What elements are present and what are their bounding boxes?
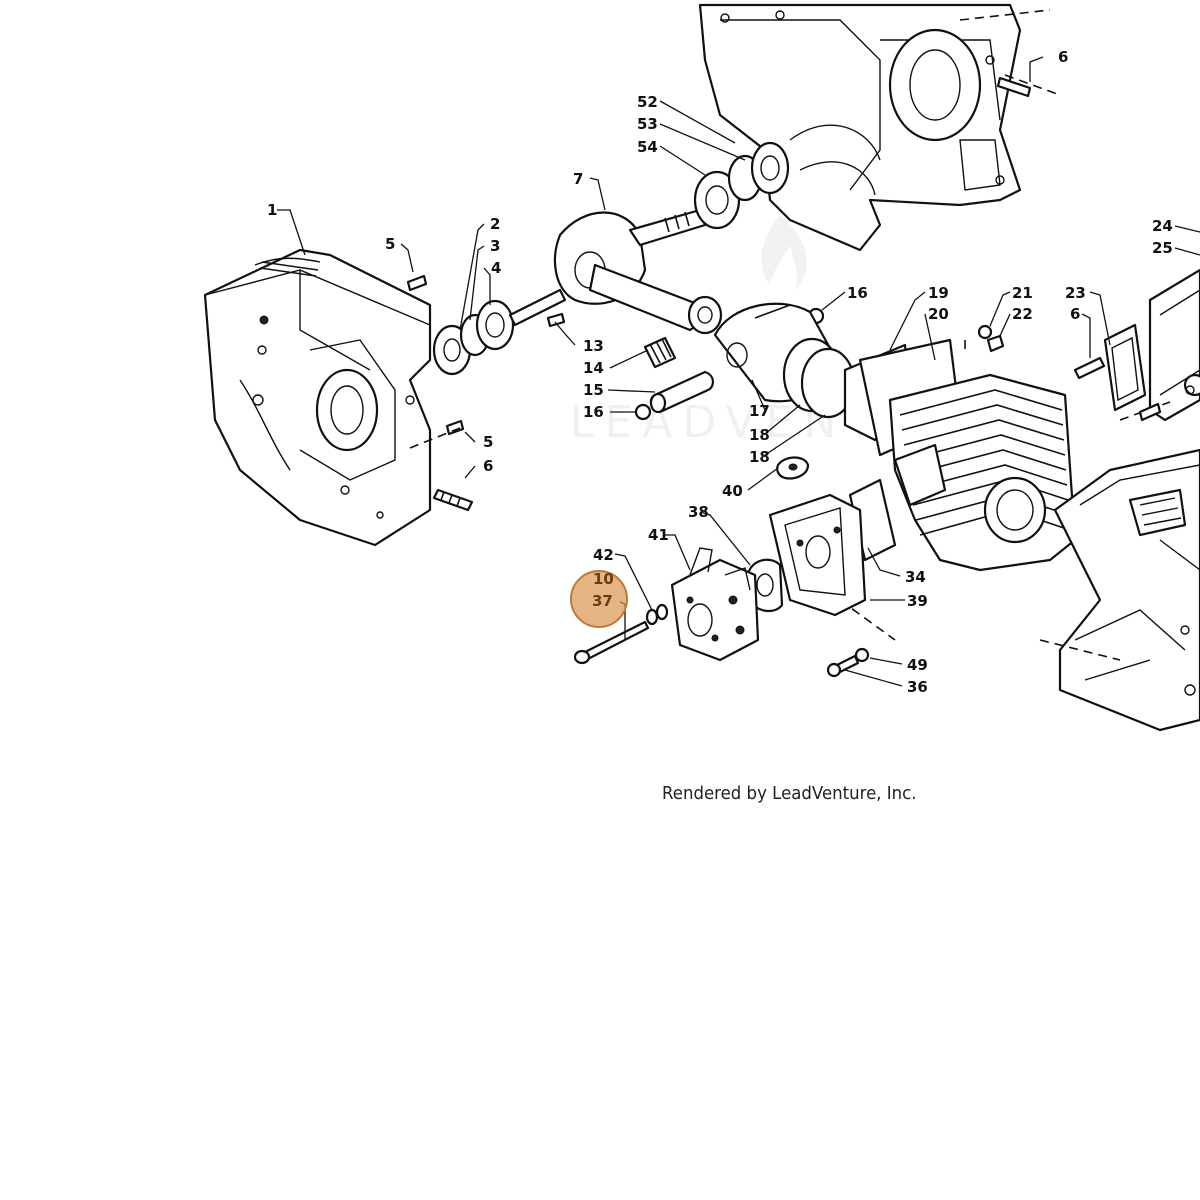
render-credit: Rendered by LeadVenture, Inc. xyxy=(662,783,917,804)
callout-34[interactable]: 34 xyxy=(905,568,926,586)
callout-7[interactable]: 7 xyxy=(573,170,583,188)
callout-15[interactable]: 15 xyxy=(583,381,604,399)
callout-10-highlighted[interactable]: 10 xyxy=(593,570,614,588)
highlight-marker[interactable] xyxy=(570,570,628,628)
callout-17[interactable]: 17 xyxy=(749,402,770,420)
callout-41[interactable]: 41 xyxy=(648,526,669,544)
callout-39[interactable]: 39 xyxy=(907,592,928,610)
callout-24[interactable]: 24 xyxy=(1152,217,1173,235)
callout-38[interactable]: 38 xyxy=(688,503,709,521)
callout-labels: 1 2 3 4 5 5 6 6 6 7 13 14 15 16 16 17 18… xyxy=(267,48,1173,696)
callout-22[interactable]: 22 xyxy=(1012,305,1033,323)
callout-6-left[interactable]: 6 xyxy=(483,457,493,475)
callout-5-top[interactable]: 5 xyxy=(385,235,395,253)
callout-4[interactable]: 4 xyxy=(491,259,501,277)
watermark-logo xyxy=(761,215,807,290)
callout-19[interactable]: 19 xyxy=(928,284,949,302)
callout-5-bottom[interactable]: 5 xyxy=(483,433,493,451)
callout-18-b[interactable]: 18 xyxy=(749,448,770,466)
callout-23[interactable]: 23 xyxy=(1065,284,1086,302)
chassis-frame xyxy=(1053,385,1200,732)
callout-20[interactable]: 20 xyxy=(928,305,949,323)
crankshaft-bearings-right xyxy=(693,141,790,230)
crankshaft-seal-and-bearing xyxy=(432,299,515,376)
cylinder xyxy=(888,373,1077,572)
callout-40[interactable]: 40 xyxy=(722,482,743,500)
callout-42[interactable]: 42 xyxy=(593,546,614,564)
callout-3[interactable]: 3 xyxy=(490,237,500,255)
crankshaft-assembly xyxy=(508,208,723,335)
callout-18-a[interactable]: 18 xyxy=(749,426,770,444)
callout-2[interactable]: 2 xyxy=(490,215,500,233)
callout-21[interactable]: 21 xyxy=(1012,284,1033,302)
callout-6-top[interactable]: 6 xyxy=(1058,48,1068,66)
callout-16-right[interactable]: 16 xyxy=(847,284,868,302)
callout-13[interactable]: 13 xyxy=(583,337,604,355)
callout-6-right[interactable]: 6 xyxy=(1070,305,1080,323)
callout-37-highlighted[interactable]: 37 xyxy=(592,592,613,610)
callout-1[interactable]: 1 xyxy=(267,201,277,219)
intake-manifold xyxy=(768,493,867,617)
callout-36[interactable]: 36 xyxy=(907,678,928,696)
callout-16-left[interactable]: 16 xyxy=(583,403,604,421)
callout-53[interactable]: 53 xyxy=(637,115,658,133)
crankcase-left-half xyxy=(203,248,432,547)
callout-49[interactable]: 49 xyxy=(907,656,928,674)
crankcase-upper-half xyxy=(698,3,1022,252)
carburetor xyxy=(670,547,760,662)
callout-25[interactable]: 25 xyxy=(1152,239,1173,257)
callout-52[interactable]: 52 xyxy=(637,93,658,111)
callout-14[interactable]: 14 xyxy=(583,359,604,377)
muffler xyxy=(1148,268,1200,422)
callout-54[interactable]: 54 xyxy=(637,138,658,156)
leader-lines xyxy=(277,56,1200,687)
